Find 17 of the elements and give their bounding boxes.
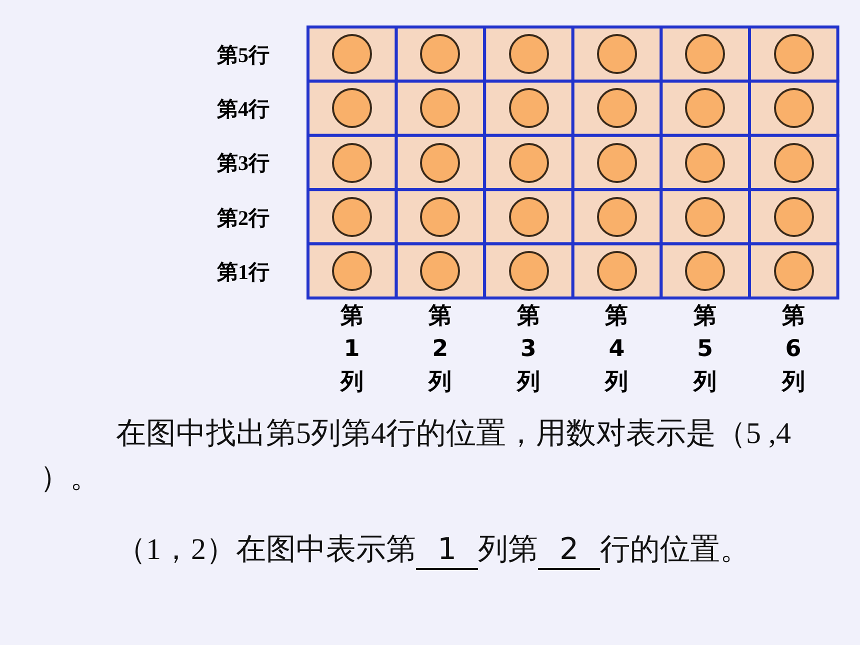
question-text: 在图中找出第5列第4行的位置，用数对表示是（5 ,4 ）。	[40, 416, 792, 496]
column-label: 第5列	[692, 302, 718, 397]
row-label: 第1行	[217, 258, 270, 286]
row-label: 第4行	[217, 96, 270, 124]
sentence-text: 行的位置。	[600, 533, 750, 566]
column-label: 第1列	[339, 302, 364, 397]
answer-blank: 2	[538, 532, 600, 570]
row-label: 第5行	[217, 42, 270, 69]
sentence-text: （1，2）在图中表示第	[116, 533, 416, 566]
answer-blank: 1	[416, 532, 478, 570]
column-label: 第4列	[604, 302, 630, 397]
column-label: 第6列	[780, 302, 806, 397]
sentence-text: 列第	[478, 533, 538, 566]
row-label: 第3行	[217, 150, 270, 178]
column-label: 第2列	[427, 302, 453, 397]
row-label: 第2行	[217, 204, 270, 232]
column-label: 第3列	[516, 302, 541, 397]
